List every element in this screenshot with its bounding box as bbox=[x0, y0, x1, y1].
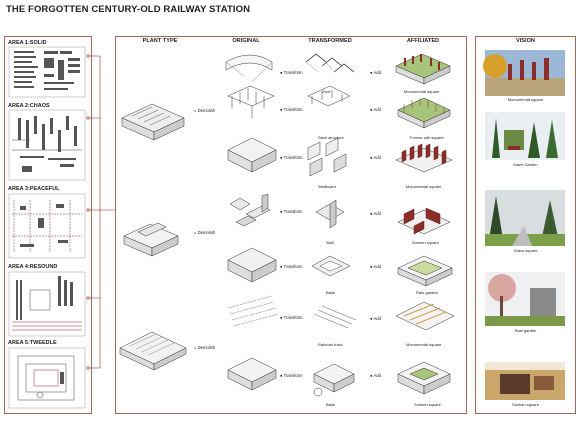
transformed-label-2: Steel structure bbox=[318, 135, 344, 140]
plant-type-1 bbox=[121, 103, 185, 141]
transformed-track bbox=[313, 305, 357, 329]
affiliated-6 bbox=[395, 301, 455, 331]
original-heading: ORIGINAL bbox=[232, 38, 260, 44]
affiliated-label-4: Sunken square bbox=[412, 240, 439, 245]
vision-caption-3: Grass square bbox=[513, 248, 538, 253]
transformed-label-3: Wallboard bbox=[318, 184, 336, 189]
transformed-base-2 bbox=[313, 363, 355, 397]
area-1-plan bbox=[8, 46, 86, 98]
vision-caption-2: Maze Garden bbox=[513, 162, 538, 167]
vision-photo-1 bbox=[483, 50, 565, 96]
original-base bbox=[227, 247, 277, 283]
transformed-base bbox=[311, 255, 351, 277]
plant-type-heading: PLANT TYPE bbox=[142, 38, 178, 44]
affiliated-2 bbox=[397, 97, 451, 129]
transformed-label-6: Railroad track bbox=[318, 342, 343, 347]
transformed-steel bbox=[307, 85, 351, 107]
area-5-label: AREA 5:TWEEDLE bbox=[8, 340, 57, 346]
page-title: THE FORGOTTEN CENTURY-OLD RAILWAY STATIO… bbox=[6, 4, 251, 15]
affiliated-4 bbox=[397, 207, 451, 235]
area-2-plan bbox=[8, 109, 86, 181]
original-steel bbox=[227, 85, 275, 118]
vision-photos bbox=[483, 50, 565, 400]
vision-photo-4 bbox=[485, 272, 565, 326]
plant-type-2 bbox=[123, 222, 179, 257]
transformed-label-7: Base bbox=[326, 402, 336, 407]
transform-step-1: ● Transform bbox=[280, 70, 303, 75]
add-step-3: ● Add bbox=[370, 155, 381, 160]
plant-type-3 bbox=[119, 331, 187, 371]
vision-caption-4: Rain garden bbox=[514, 328, 537, 333]
demolish-step-3: ↘ Demolish bbox=[193, 345, 216, 350]
process-panel bbox=[115, 36, 467, 414]
affiliated-5 bbox=[397, 255, 453, 287]
add-step-4: ● Add bbox=[370, 211, 381, 216]
transformed-wallboard bbox=[307, 137, 347, 177]
add-step-1: ● Add bbox=[370, 70, 381, 75]
affiliated-label-7: Sunken square bbox=[414, 402, 441, 407]
original-base-2 bbox=[227, 357, 277, 391]
affiliated-label-2: Former site square bbox=[410, 135, 444, 140]
add-step-2: ● Add bbox=[370, 107, 381, 112]
affiliated-heading: AFFILIATED bbox=[406, 38, 440, 44]
vision-heading: VISION bbox=[516, 38, 535, 44]
vision-photo-3 bbox=[485, 190, 565, 246]
transform-step-6: ● Transform bbox=[280, 315, 303, 320]
transform-step-4: ● Transform bbox=[280, 209, 303, 214]
area-4-label: AREA 4:RESOUND bbox=[8, 264, 58, 270]
affiliated-label-1: Monumental square bbox=[404, 89, 440, 94]
demolish-step-1: ↘ Demolish bbox=[193, 108, 216, 113]
transformed-heading: TRANSFORMED bbox=[308, 38, 352, 44]
affiliated-label-5: Rain garden bbox=[416, 290, 438, 295]
transformed-label-4: Wall bbox=[326, 240, 334, 245]
vision-photo-5 bbox=[485, 362, 565, 400]
area-3-plan bbox=[8, 193, 86, 259]
vision-photo-2 bbox=[485, 112, 565, 160]
transformed-label-5: Base bbox=[326, 290, 336, 295]
add-step-5: ● Add bbox=[370, 264, 381, 269]
vision-panel bbox=[475, 36, 576, 414]
areas-panel bbox=[4, 36, 92, 414]
affiliated-1 bbox=[395, 53, 451, 85]
area-4-plan bbox=[8, 271, 86, 337]
original-wall bbox=[229, 193, 271, 227]
transform-step-5: ● Transform bbox=[280, 264, 303, 269]
transform-step-7: ● Transform bbox=[280, 373, 303, 378]
area-3-label: AREA 3:PEACEFUL bbox=[8, 186, 60, 192]
transform-step-3: ● Transform bbox=[280, 155, 303, 160]
area-5-plan bbox=[8, 347, 86, 409]
vision-caption-5: Sunken square bbox=[512, 402, 539, 407]
add-step-6: ● Add bbox=[370, 316, 381, 321]
add-step-7: ● Add bbox=[370, 373, 381, 378]
transformed-label-1: Roof bbox=[322, 89, 331, 94]
area-connector bbox=[86, 54, 115, 370]
area-1-label: AREA 1:SOLID bbox=[8, 40, 47, 46]
original-wallboard bbox=[227, 137, 277, 173]
transformed-wall bbox=[315, 199, 345, 229]
affiliated-7 bbox=[397, 361, 451, 395]
original-track bbox=[227, 295, 279, 327]
vision-caption-1: Monumental square bbox=[507, 97, 544, 102]
affiliated-label-6: Monumental square bbox=[406, 342, 442, 347]
area-2-label: AREA 2:CHAOS bbox=[8, 103, 50, 109]
original-roof bbox=[225, 54, 273, 83]
demolish-step-2: ↘ Demolish bbox=[193, 230, 216, 235]
transformed-roof bbox=[305, 53, 355, 73]
affiliated-3 bbox=[395, 143, 453, 173]
affiliated-label-3: Monumental square bbox=[406, 184, 442, 189]
transform-step-2: ● Transform bbox=[280, 107, 303, 112]
